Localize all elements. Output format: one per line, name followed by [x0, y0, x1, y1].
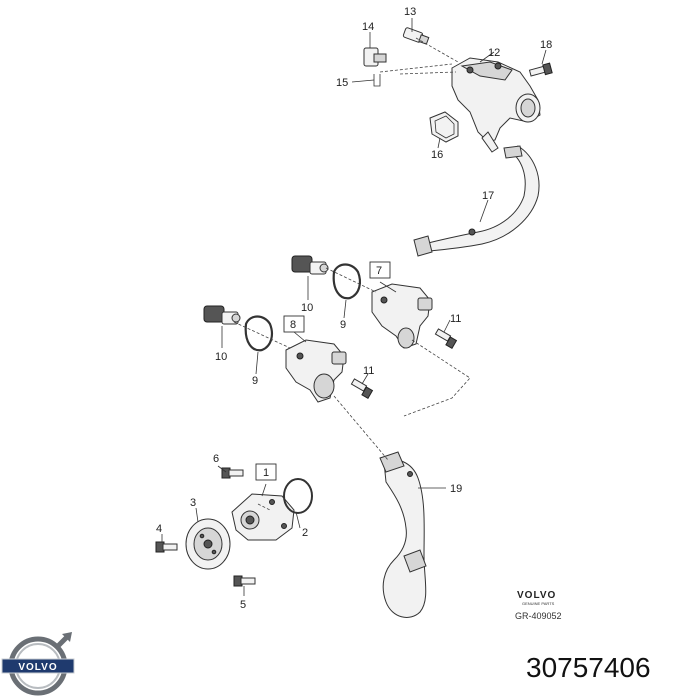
- hose-19: [379, 451, 427, 618]
- bolt-6: [221, 467, 244, 479]
- bolt-5: [233, 575, 256, 587]
- pulley-3: [185, 518, 231, 570]
- brand-name: VOLVO: [517, 590, 556, 601]
- gasket-9-upper: [332, 263, 361, 300]
- sensor-10-lower: [203, 305, 241, 325]
- callout-labels: 13 14 15 12 18 16 17 7 8 10 10 9 9 11 11…: [156, 6, 552, 611]
- callout-11-lower: 11: [363, 365, 374, 377]
- sensor-14: [363, 47, 387, 67]
- thermostat-housing-12: [451, 57, 541, 153]
- callout-17: 17: [482, 190, 494, 202]
- sensor-13: [402, 27, 430, 45]
- callout-1: 1: [263, 467, 269, 479]
- callout-15: 15: [336, 77, 348, 89]
- brand-subtitle: GENUINE PARTS: [522, 601, 555, 606]
- callout-7: 7: [376, 265, 382, 277]
- brand-block: VOLVO GENUINE PARTS GR-409052: [515, 590, 562, 621]
- callout-16: 16: [431, 149, 443, 161]
- part-number: 30757406: [526, 652, 651, 683]
- callout-3: 3: [190, 497, 196, 509]
- callout-8-box: [283, 315, 305, 333]
- callout-12: 12: [488, 47, 500, 59]
- bolt-11-upper: [434, 328, 458, 350]
- clip-15: [373, 74, 381, 87]
- reference-code: GR-409052: [515, 611, 562, 621]
- callout-6: 6: [213, 453, 219, 465]
- callout-10-upper: 10: [301, 302, 313, 314]
- water-pump-1: [231, 493, 295, 541]
- housing-8: [285, 339, 347, 403]
- bolt-11-lower: [350, 378, 374, 400]
- callout-9-upper: 9: [340, 319, 346, 331]
- callout-4: 4: [156, 523, 162, 535]
- callout-19: 19: [450, 483, 462, 495]
- callout-14: 14: [362, 21, 374, 33]
- callout-11-upper: 11: [450, 313, 461, 325]
- sensor-10-upper: [291, 255, 329, 275]
- bolt-18: [528, 62, 553, 77]
- leader-lines: [161, 18, 547, 596]
- callout-9-lower: 9: [252, 375, 258, 387]
- callout-2: 2: [302, 527, 308, 539]
- callout-13: 13: [404, 6, 416, 18]
- bolt-4: [155, 541, 178, 553]
- hose-17: [413, 145, 540, 257]
- volvo-logo: VOLVO: [1, 632, 75, 696]
- housing-7: [371, 283, 433, 349]
- callout-5: 5: [240, 599, 246, 611]
- gasket-2: [283, 478, 313, 514]
- gasket-16: [429, 111, 459, 143]
- callout-8: 8: [290, 319, 296, 331]
- callout-1-box: [255, 463, 277, 481]
- logo-wordmark: VOLVO: [18, 662, 57, 673]
- callout-7-box: [369, 261, 391, 279]
- assembly-dashed-lines: [233, 37, 471, 511]
- callout-10-lower: 10: [215, 351, 227, 363]
- callout-18: 18: [540, 39, 552, 51]
